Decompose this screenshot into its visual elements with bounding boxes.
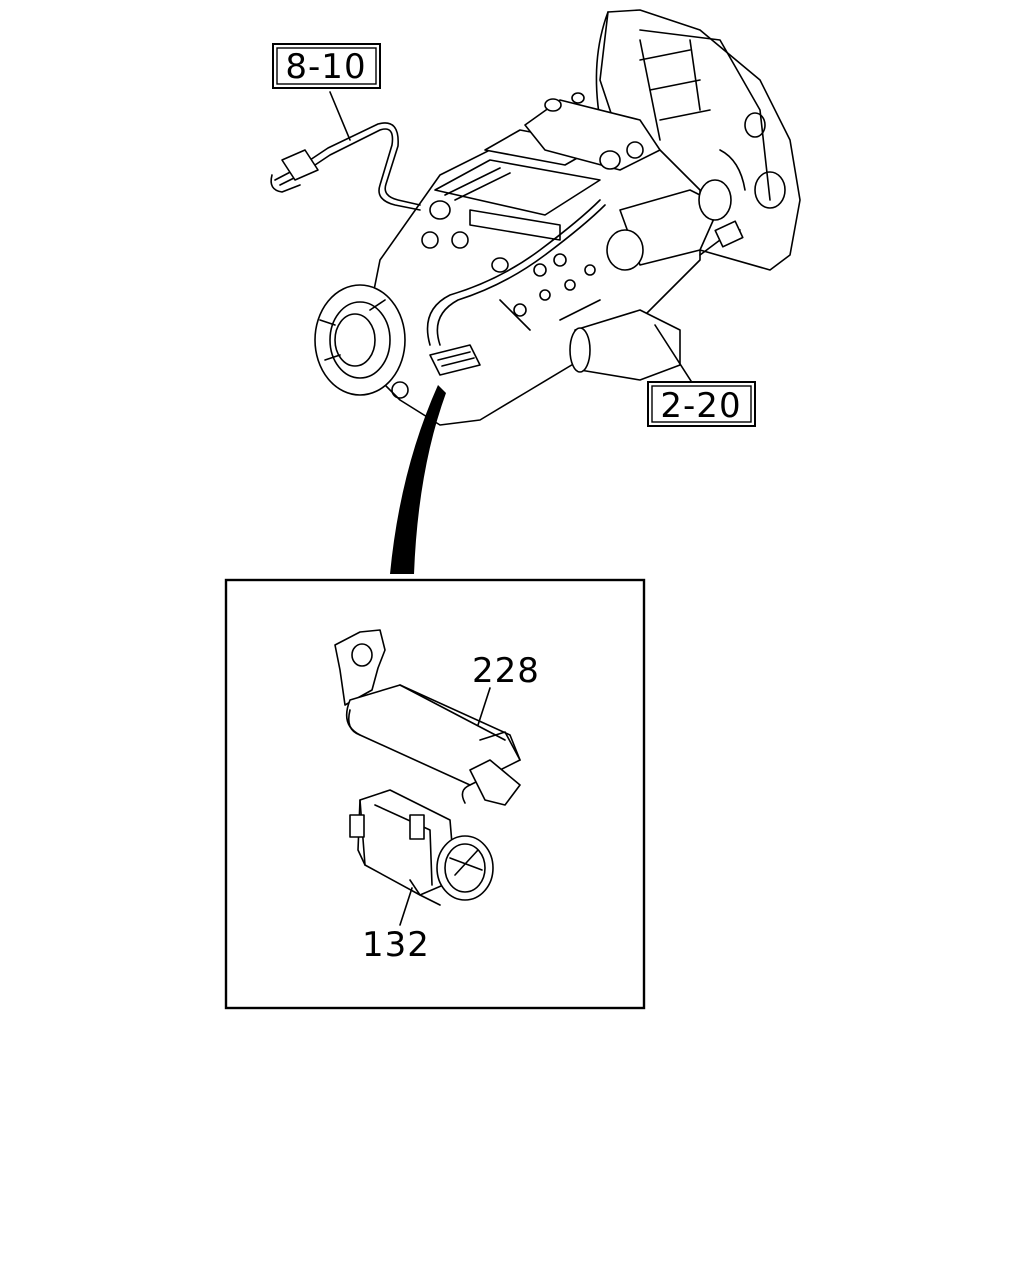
part-label-132[interactable]: 132	[362, 925, 430, 965]
leader-228	[477, 687, 491, 726]
leader-132	[399, 887, 413, 926]
callout-ref-transmission[interactable]: 2-20	[647, 381, 756, 427]
transmission-assembly	[314, 9, 801, 426]
bracket-part	[334, 629, 521, 806]
detail-box: 228 132	[224, 578, 646, 1010]
callout-ref-wiring[interactable]: 8-10	[272, 43, 381, 89]
wiring-harness	[270, 91, 421, 211]
callout-ref-transmission-label: 2-20	[660, 386, 741, 426]
connector-part	[349, 789, 494, 906]
part-label-228[interactable]: 228	[472, 651, 540, 691]
detail-pointer	[390, 385, 446, 574]
callout-ref-wiring-label: 8-10	[285, 47, 366, 87]
